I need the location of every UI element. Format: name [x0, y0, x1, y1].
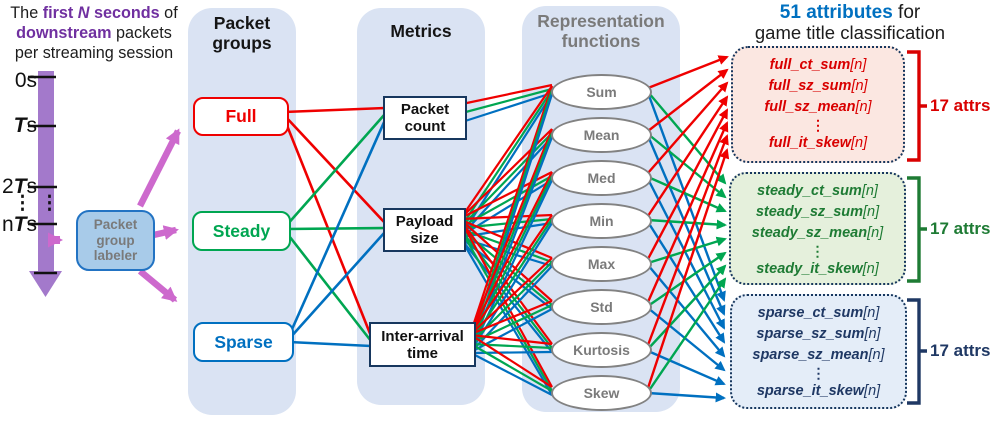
attr-ellipsis-dots: ⋮: [810, 243, 825, 259]
intro-text: packets: [111, 24, 172, 42]
attrs-count-label-sparse: 17 attrs: [930, 341, 991, 360]
attr-row: steady_ct_sum[n]: [731, 181, 904, 202]
metrics-header: Metrics: [390, 21, 452, 41]
attr-row: steady_it_skew[n]: [731, 259, 904, 280]
function-ellipse-mean: Mean: [551, 117, 652, 153]
attributes-title: 51 attributes for game title classificat…: [705, 2, 995, 43]
intro-highlight: first: [42, 4, 78, 22]
attr-name: sparse_ct_sum: [757, 305, 864, 321]
attr-row: steady_sz_mean[n]: [731, 223, 904, 244]
attr-index-suffix: [n]: [864, 326, 881, 342]
timeline-ellipsis-dots: ⋮: [13, 193, 32, 214]
attr-index-suffix: [n]: [864, 383, 881, 399]
attr-row: sparse_ct_sum[n]: [732, 303, 905, 324]
function-ellipse-kurtosis: Kurtosis: [551, 332, 652, 368]
timeline-label-ts: Ts: [13, 114, 37, 137]
attr-index-suffix: [n]: [863, 204, 880, 220]
attr-index-suffix: [n]: [851, 78, 868, 94]
attr-index-suffix: [n]: [863, 305, 880, 321]
attr-row: steady_sz_sum[n]: [731, 202, 904, 223]
intro-caption: The first N seconds of downstream packet…: [0, 3, 188, 63]
attrs-bracket: [907, 50, 927, 162]
attr-ellipsis-dots: ⋮: [811, 365, 826, 381]
attr-name: full_sz_mean: [764, 99, 856, 115]
timeline-arrowhead: [29, 271, 62, 297]
intro-n-variable: N: [77, 4, 90, 22]
attr-name: sparse_it_skew: [756, 383, 865, 399]
function-ellipse-min: Min: [551, 203, 652, 239]
attr-row: full_ct_sum[n]: [733, 55, 903, 76]
group-box-sparse: Sparse: [193, 322, 294, 362]
timeline-label-nts: nTs: [1, 213, 37, 236]
intro-highlight: seconds: [89, 4, 160, 22]
attrs-count-label-full: 17 attrs: [930, 96, 991, 115]
intro-line-3: per streaming session: [14, 44, 174, 62]
attr-index-suffix: [n]: [855, 99, 872, 115]
attr-box-full: full_ct_sum[n]full_sz_sum[n]full_sz_mean…: [731, 46, 905, 163]
attr-name: full_sz_sum: [768, 78, 852, 94]
labeler-flow-arrow: [137, 268, 178, 303]
timeline-label-0s: 0s: [14, 69, 37, 92]
function-ellipse-std: Std: [551, 289, 652, 325]
function-ellipse-max: Max: [551, 246, 652, 282]
attr-row: sparse_sz_sum[n]: [732, 324, 905, 345]
intro-downstream: downstream: [16, 24, 112, 42]
attr-name: sparse_sz_mean: [752, 347, 869, 363]
attr-name: sparse_sz_sum: [756, 326, 865, 342]
group-box-steady: Steady: [192, 211, 291, 251]
metric-box-inter-arrival-time: Inter-arrival time: [369, 322, 476, 367]
attr-name: steady_sz_mean: [751, 225, 868, 241]
representation-functions-header: Representation functions: [537, 11, 665, 51]
attributes-title-line-2: game title classification: [754, 22, 946, 43]
attr-name: steady_it_skew: [756, 261, 863, 277]
timeline-bar: [38, 71, 54, 272]
attr-name: steady_ct_sum: [757, 183, 862, 199]
intro-text: of: [159, 4, 178, 22]
attributes-count-highlight: 51 attributes: [779, 2, 893, 23]
intro-line-2: downstream packets: [0, 23, 188, 43]
packet-group-labeler-box: Packet group labeler: [76, 210, 155, 271]
function-ellipse-med: Med: [551, 160, 652, 196]
attr-name: full_it_skew: [768, 135, 852, 151]
function-ellipse-skew: Skew: [551, 375, 652, 411]
labeler-flow-arrow: [137, 128, 181, 208]
attr-box-sparse: sparse_ct_sum[n]sparse_sz_sum[n]sparse_s…: [730, 294, 907, 409]
attr-row: full_it_skew[n]: [733, 133, 903, 154]
attr-row: sparse_sz_mean[n]: [732, 345, 905, 366]
timeline-bar-dots: ⋮: [40, 193, 59, 214]
attr-index-suffix: [n]: [851, 135, 868, 151]
attributes-title-line-1: 51 attributes for: [705, 2, 995, 23]
intro-text: The: [10, 4, 43, 22]
attr-index-suffix: [n]: [868, 347, 885, 363]
attributes-title-rest: for: [892, 2, 921, 23]
metric-box-payload-size: Payload size: [383, 208, 466, 252]
attr-index-suffix: [n]: [850, 57, 867, 73]
attr-name: steady_sz_sum: [755, 204, 864, 220]
packet-groups-header: Packet groups: [212, 13, 272, 53]
function-ellipse-sum: Sum: [551, 74, 652, 110]
attr-index-suffix: [n]: [861, 183, 878, 199]
attrs-bracket: [907, 298, 927, 405]
attr-box-steady: steady_ct_sum[n]steady_sz_sum[n]steady_s…: [729, 172, 906, 285]
attrs-bracket: [907, 176, 927, 283]
attr-row: sparse_it_skew[n]: [732, 381, 905, 402]
attrs-count-label-steady: 17 attrs: [930, 219, 991, 238]
group-box-full: Full: [193, 97, 289, 136]
attr-ellipsis-dots: ⋮: [811, 117, 825, 133]
intro-line-1: The first N seconds of: [0, 3, 188, 23]
attr-index-suffix: [n]: [862, 261, 879, 277]
attr-index-suffix: [n]: [867, 225, 884, 241]
attr-row: full_sz_sum[n]: [733, 76, 903, 97]
attr-row: full_sz_mean[n]: [733, 97, 903, 118]
attr-name: full_ct_sum: [769, 57, 851, 73]
metric-box-packet-count: Packet count: [383, 96, 467, 140]
